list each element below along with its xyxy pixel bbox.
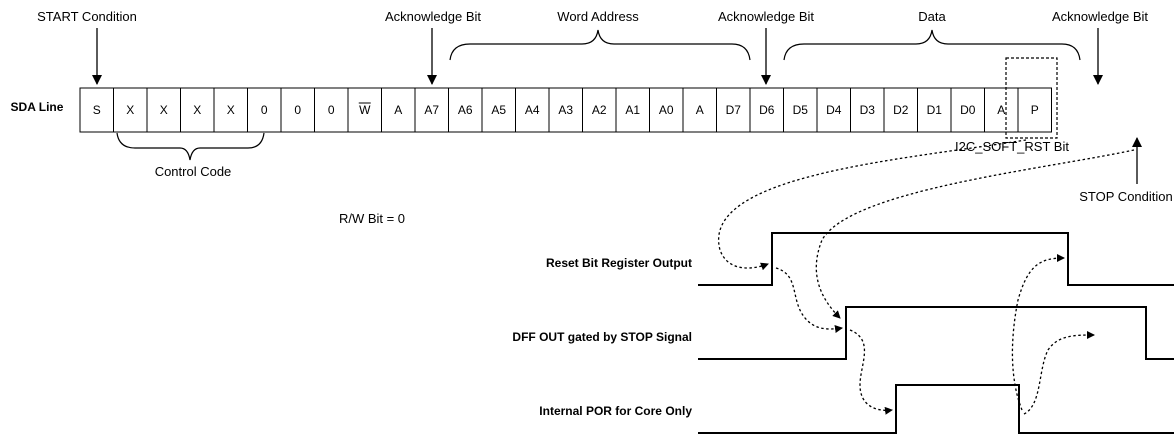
sda-cell-label: X — [227, 103, 235, 117]
sda-cell-label: A7 — [424, 103, 439, 117]
sda-cell-label: A6 — [458, 103, 473, 117]
sda-cell-label: A — [696, 103, 704, 117]
ack1-label: Acknowledge Bit — [385, 9, 481, 24]
ack3-label: Acknowledge Bit — [1052, 9, 1148, 24]
soft-rst-label: I2C_SOFT_RST Bit — [955, 139, 1069, 154]
signal-label-internal-por: Internal POR for Core Only — [539, 404, 692, 418]
stop-condition-label: STOP Condition — [1079, 189, 1172, 204]
sda-cell-label: P — [1031, 103, 1039, 117]
sda-cell-label: D3 — [860, 103, 876, 117]
waveform-reset-bit-output — [698, 232, 1174, 286]
sda-cell-label: D0 — [960, 103, 976, 117]
sda-cells: S X X X X 0 0 0 W A A7 A6 A5 A4 A3 A2 A1 A0 A D7 D6 D5 D4 D3 D2 D… — [79, 87, 1052, 133]
sda-cell-label: A — [997, 103, 1005, 117]
sda-cell-label: A — [394, 103, 402, 117]
sda-cell-label: A0 — [659, 103, 674, 117]
sda-cell-label: A5 — [491, 103, 506, 117]
word-address-label: Word Address — [557, 9, 639, 24]
signal-label-reset-bit: Reset Bit Register Output — [546, 256, 692, 270]
word-address-brace — [449, 29, 751, 61]
sda-cell-label: A3 — [558, 103, 573, 117]
sda-cell-label: X — [160, 103, 168, 117]
control-code-label: Control Code — [155, 164, 232, 179]
sda-cell-label: 0 — [294, 103, 301, 117]
sda-cell-label: D2 — [893, 103, 909, 117]
sda-cell-label: A4 — [525, 103, 540, 117]
soft-rst-highlight-box — [1005, 57, 1058, 139]
ack2-label: Acknowledge Bit — [718, 9, 814, 24]
arrow-por-fall-to-reset-fall — [1011, 254, 1065, 411]
sda-cell-label: W — [359, 103, 371, 117]
sda-cell-label: D5 — [793, 103, 809, 117]
control-code-brace — [116, 132, 265, 161]
sda-cell-label: X — [193, 103, 201, 117]
arrow-reset-rise-to-dff-rise — [775, 267, 843, 333]
start-condition-label: START Condition — [37, 9, 137, 24]
sda-cell-label: X — [126, 103, 134, 117]
sda-cell-label: 0 — [328, 103, 335, 117]
arrow-stop-to-dff-rise — [815, 149, 1135, 319]
sda-cell-label: S — [93, 103, 101, 117]
sda-cell-label: A1 — [625, 103, 640, 117]
arrow-por-fall-to-dff-fall — [1023, 331, 1095, 415]
sda-cell-box — [1017, 87, 1052, 133]
data-label: Data — [918, 9, 946, 24]
data-brace — [783, 29, 1081, 61]
sda-cell-label: D1 — [927, 103, 943, 117]
waveform-dff-out — [698, 306, 1174, 360]
sda-cell-label: D7 — [726, 103, 742, 117]
arrow-d0-to-reset-rise — [717, 139, 1027, 271]
rw-bit-label: R/W Bit = 0 — [339, 211, 405, 226]
signal-label-dff-out: DFF OUT gated by STOP Signal — [512, 330, 692, 344]
arrow-dff-rise-to-por-rise — [849, 329, 893, 415]
sda-line-label: SDA Line — [11, 100, 64, 114]
sda-cell-label: D6 — [759, 103, 775, 117]
sda-cell-label: 0 — [261, 103, 268, 117]
waveform-internal-por — [698, 384, 1174, 434]
sda-cell-label: A2 — [592, 103, 607, 117]
sda-cell-label: D4 — [826, 103, 842, 117]
